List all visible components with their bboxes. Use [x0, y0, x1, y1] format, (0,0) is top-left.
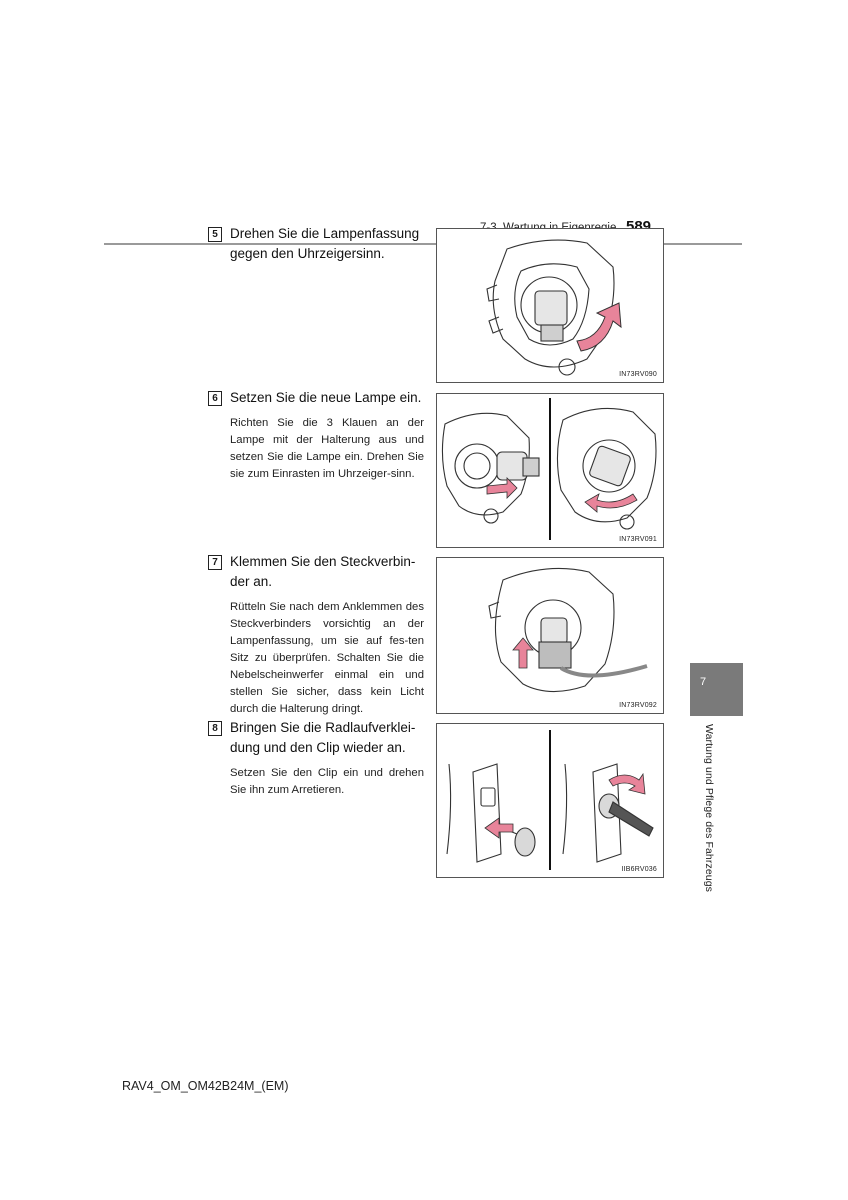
- step-7: 7 Klemmen Sie den Steckverbin-der an. Rü…: [208, 552, 424, 718]
- chapter-tab[interactable]: 7: [690, 663, 743, 716]
- step-5: 5 Drehen Sie die Lampenfassung gegen den…: [208, 224, 424, 264]
- step-number: 7: [208, 555, 222, 570]
- document-code: RAV4_OM_OM42B24M_(EM): [122, 1079, 289, 1093]
- step-number: 8: [208, 721, 222, 736]
- step-title: Setzen Sie die neue Lampe ein.: [230, 390, 422, 405]
- step-body: Richten Sie die 3 Klauen an der Lampe mi…: [230, 417, 424, 480]
- illustration-connect-plug: [488, 567, 648, 693]
- chapter-number: 7: [700, 676, 707, 688]
- header-divider: [104, 243, 742, 245]
- figure-step-8: IIB6RV036: [436, 723, 664, 878]
- figure-code: IN73RV091: [619, 536, 657, 543]
- step-body: Rütteln Sie nach dem Anklemmen des Steck…: [230, 601, 424, 715]
- figure-code: IIB6RV036: [621, 866, 657, 873]
- chapter-label: Wartung und Pflege des Fahrzeugs: [703, 724, 715, 892]
- figure-step-5: IN73RV090: [436, 228, 664, 383]
- step-title: Drehen Sie die Lampenfassung gegen den U…: [230, 226, 420, 261]
- figure-code: IN73RV092: [619, 702, 657, 709]
- step-title: Klemmen Sie den Steckverbin-der an.: [230, 554, 416, 589]
- illustration-rotate-socket: [486, 239, 622, 376]
- illustration-insert-bulb: [441, 398, 657, 540]
- step-number: 6: [208, 391, 222, 406]
- step-6: 6 Setzen Sie die neue Lampe ein. Richten…: [208, 388, 424, 483]
- step-number: 5: [208, 227, 222, 242]
- figure-code: IN73RV090: [619, 371, 657, 378]
- figure-step-7: IN73RV092: [436, 557, 664, 714]
- figure-step-6: IN73RV091: [436, 393, 664, 548]
- illustration-attach-clip: [446, 730, 654, 870]
- step-title: Bringen Sie die Radlaufverklei-dung und …: [230, 720, 416, 755]
- step-8: 8 Bringen Sie die Radlaufverklei-dung un…: [208, 718, 424, 799]
- step-body: Setzen Sie den Clip ein und drehen Sie i…: [230, 767, 424, 796]
